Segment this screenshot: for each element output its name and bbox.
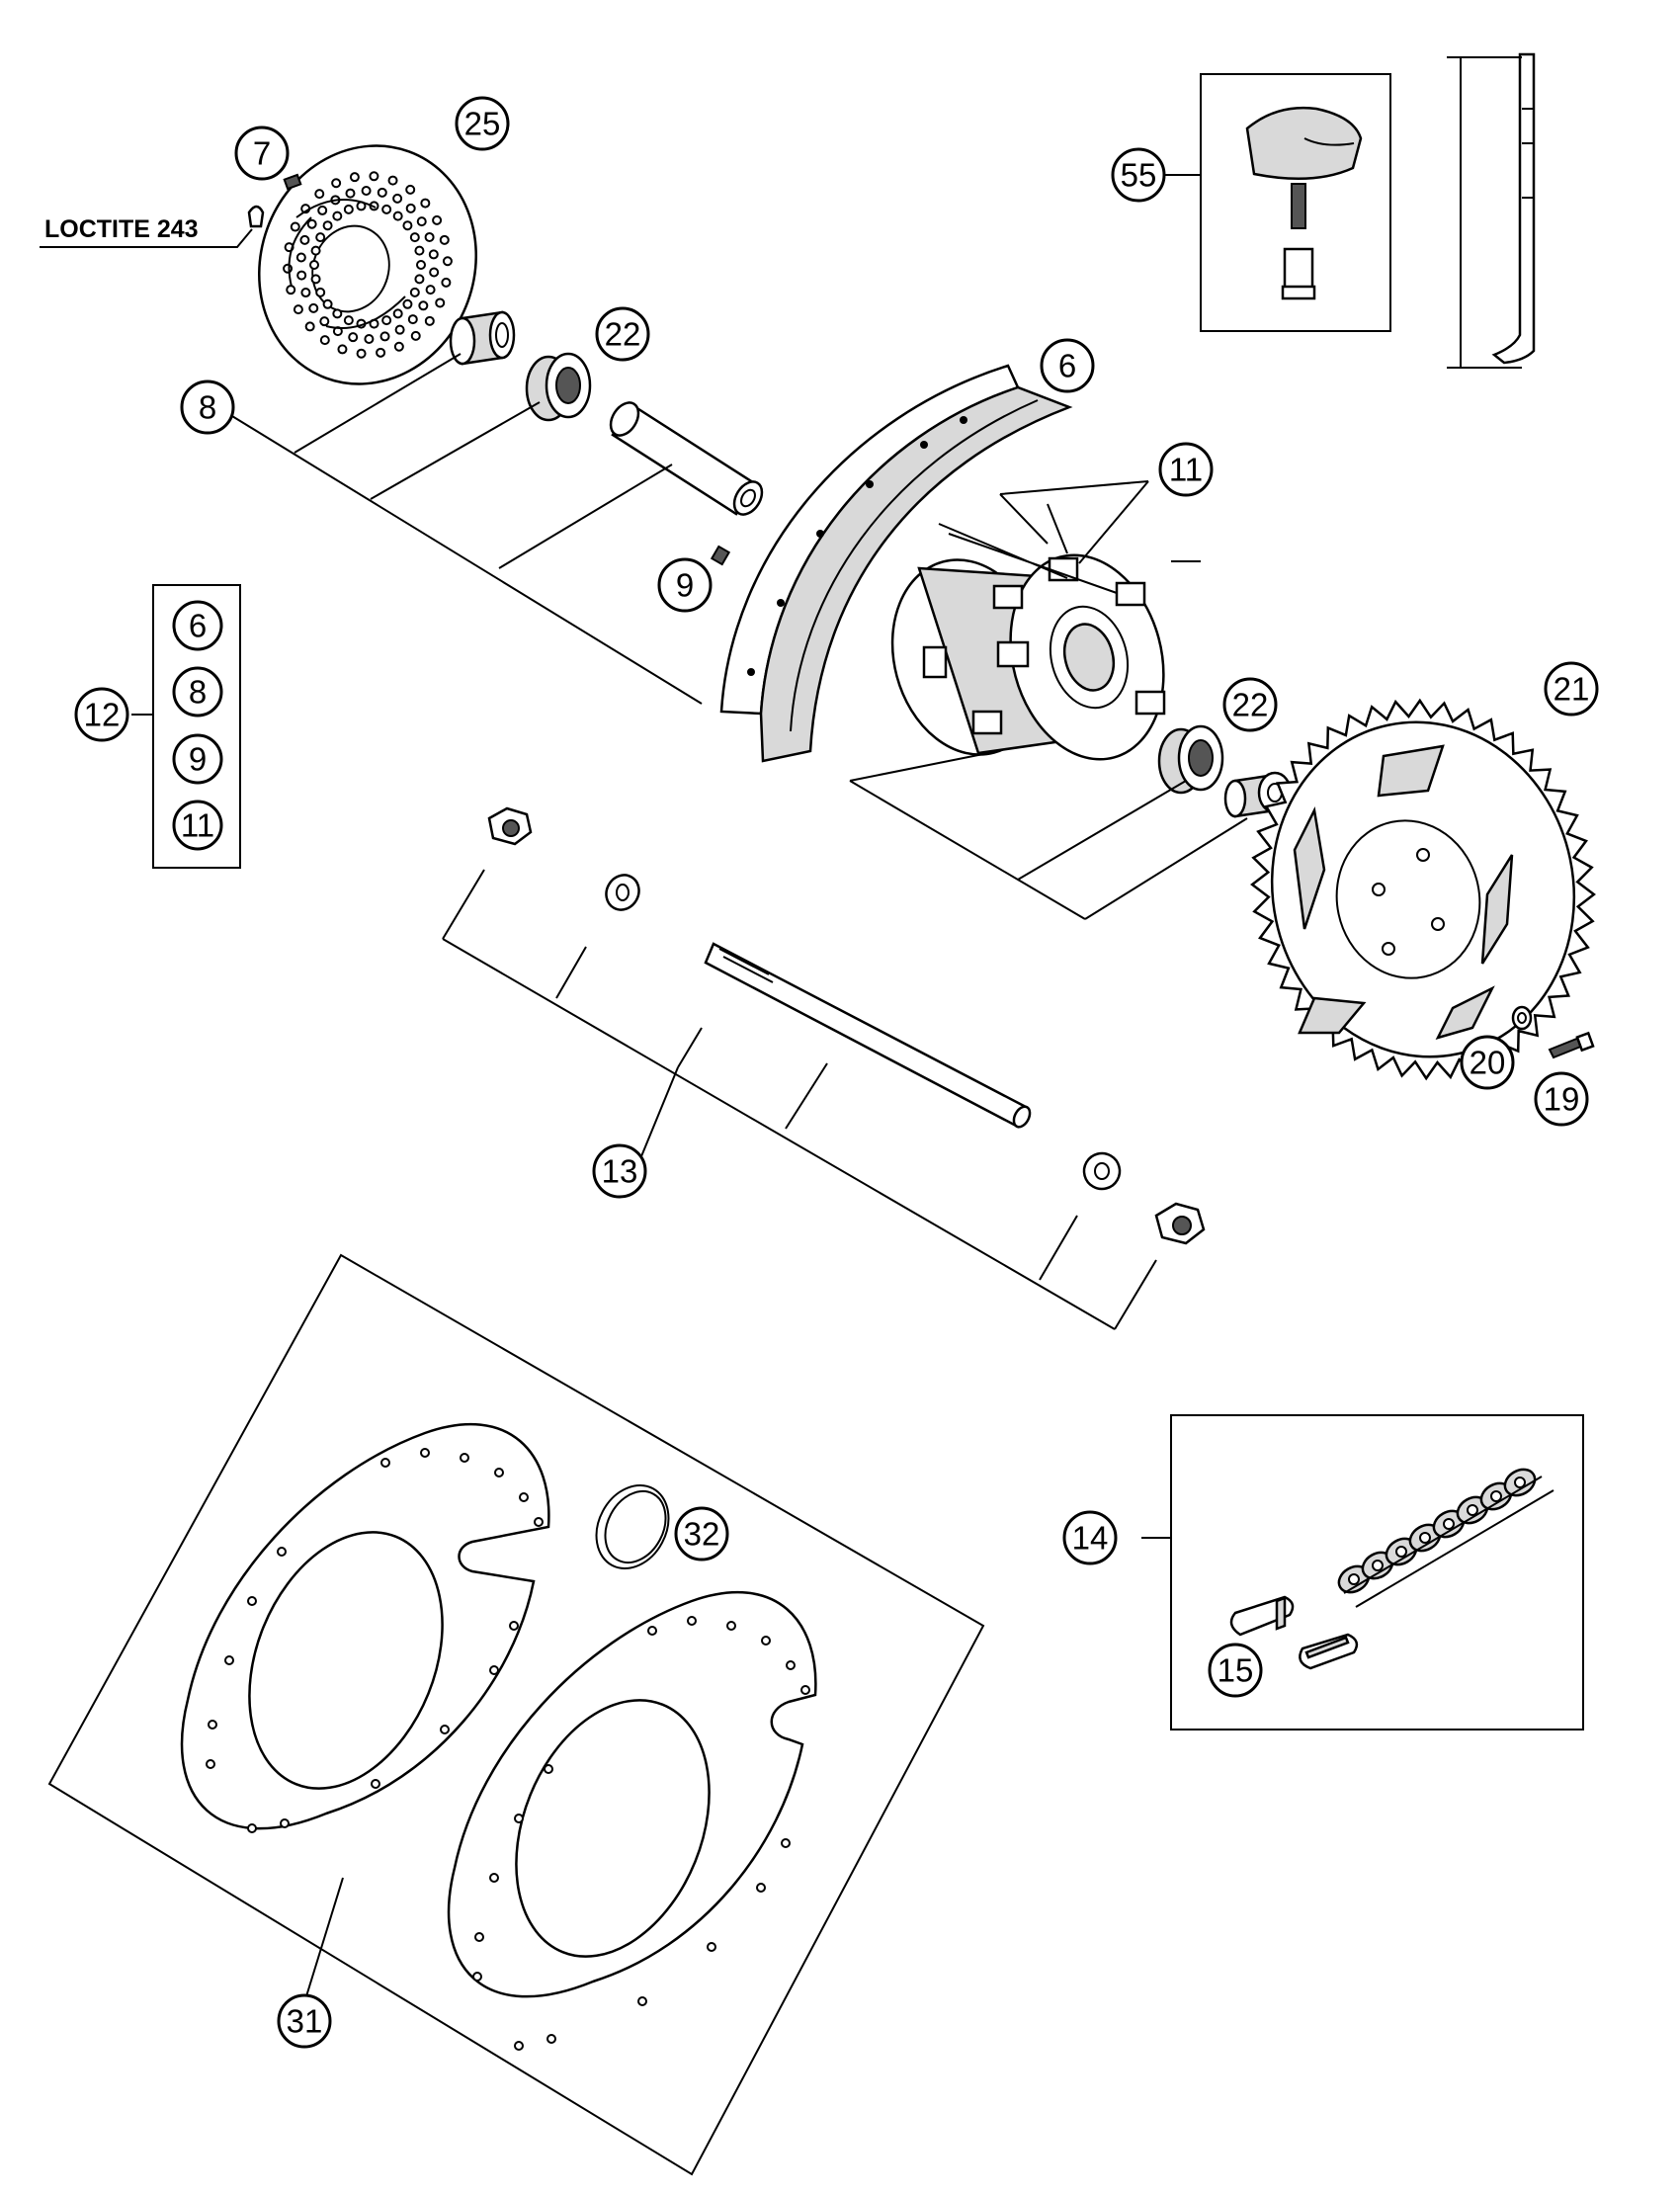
callout-22-left: 22	[595, 306, 650, 362]
sticker-sheet-outline	[47, 1253, 985, 2176]
svg-text:11: 11	[181, 807, 214, 844]
axle-nut-left	[487, 806, 533, 846]
nipple	[710, 545, 731, 566]
callout-11: 11	[1158, 442, 1214, 497]
brake-disc	[258, 144, 477, 385]
valve-stem	[1447, 52, 1536, 369]
callout-55: 55	[1111, 147, 1166, 203]
svg-text:22: 22	[605, 316, 641, 353]
svg-text:9: 9	[676, 567, 694, 604]
sprocket	[1250, 698, 1596, 1081]
svg-text:55: 55	[1121, 157, 1157, 194]
hub	[890, 503, 1166, 761]
svg-text:13: 13	[602, 1153, 638, 1190]
callout-12-item-6: 6	[172, 600, 223, 651]
valve-cap	[1245, 107, 1363, 300]
callout-20: 20	[1460, 1035, 1515, 1090]
svg-text:8: 8	[199, 389, 216, 426]
chain	[1337, 1468, 1554, 1608]
callout-7: 7	[234, 126, 290, 181]
disc-sticker-2	[447, 1590, 817, 2051]
loctite-note: LOCTITE 243	[44, 215, 199, 243]
axle-washer-right	[1082, 1151, 1122, 1191]
callout-32: 32	[674, 1506, 729, 1562]
callout-13: 13	[592, 1143, 647, 1199]
disc-screw	[247, 173, 302, 228]
svg-text:19: 19	[1544, 1081, 1580, 1118]
callout-22-right: 22	[1222, 677, 1278, 732]
svg-text:32: 32	[684, 1516, 720, 1553]
callout-21: 21	[1544, 661, 1599, 717]
valve-box	[1200, 73, 1391, 332]
svg-text:8: 8	[189, 674, 207, 711]
callout-12: 12	[74, 687, 129, 742]
svg-text:20: 20	[1470, 1045, 1506, 1081]
leader-lines	[40, 228, 1248, 1997]
chain-box	[1170, 1414, 1584, 1731]
kit-box	[152, 584, 241, 869]
svg-text:14: 14	[1072, 1520, 1109, 1557]
sprocket-bolt	[1548, 1031, 1595, 1059]
callout-31: 31	[277, 1993, 332, 2049]
callout-6: 6	[1040, 338, 1095, 393]
callout-12-item-8: 8	[172, 666, 223, 718]
callout-15: 15	[1208, 1643, 1263, 1698]
callout-8: 8	[180, 380, 235, 435]
callout-14: 14	[1062, 1510, 1118, 1565]
svg-text:22: 22	[1232, 687, 1269, 723]
axle	[704, 942, 1032, 1129]
svg-text:7: 7	[253, 135, 271, 172]
svg-text:6: 6	[189, 608, 207, 644]
svg-text:15: 15	[1218, 1652, 1254, 1689]
axle-nut-right	[1154, 1202, 1206, 1245]
distance-sleeve	[609, 401, 764, 516]
master-link	[1229, 1595, 1359, 1670]
callout-19: 19	[1534, 1071, 1589, 1127]
callout-9: 9	[657, 557, 713, 613]
washer-20	[1511, 1005, 1533, 1031]
rim-section	[719, 364, 1073, 763]
disc-sticker-1	[180, 1422, 550, 1833]
bearing-right	[1157, 724, 1224, 795]
svg-text:12: 12	[84, 697, 121, 733]
svg-text:31: 31	[287, 2003, 323, 2040]
callout-12-item-11: 11	[172, 800, 223, 851]
svg-text:21: 21	[1554, 671, 1590, 708]
circlip	[595, 1483, 670, 1570]
bearing-left	[525, 352, 592, 422]
spacer-left	[449, 310, 516, 366]
svg-text:6: 6	[1058, 348, 1076, 384]
axle-washer-left	[605, 874, 640, 911]
svg-text:25: 25	[464, 106, 501, 142]
callout-25: 25	[455, 96, 510, 151]
callout-12-item-9: 9	[172, 733, 223, 785]
svg-text:11: 11	[1169, 452, 1203, 488]
svg-text:9: 9	[189, 741, 207, 778]
